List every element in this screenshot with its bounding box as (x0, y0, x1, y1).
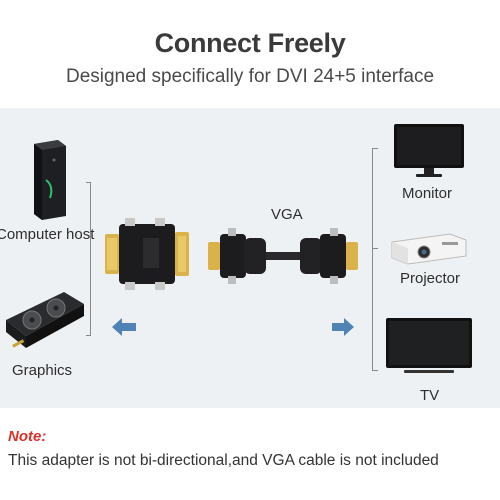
tv-label: TV (420, 387, 440, 404)
note-text: This adapter is not bi-directional,and V… (8, 452, 439, 469)
right-bracket-tick-top (372, 148, 378, 149)
arrow-left-icon (112, 318, 136, 336)
computer-tower-icon (34, 140, 66, 220)
monitor-label: Monitor (402, 185, 453, 202)
projector-icon (391, 233, 467, 265)
vga-cable (208, 228, 358, 284)
right-bracket-tick-mid (372, 248, 378, 249)
right-bracket (372, 148, 373, 370)
tv-icon (386, 318, 472, 373)
left-bracket (90, 182, 91, 335)
vga-cable-label: VGA (271, 206, 303, 223)
page-title: Connect Freely (154, 28, 346, 58)
monitor-icon (394, 124, 464, 177)
arrow-right-icon (332, 318, 354, 336)
note-title: Note: (8, 428, 47, 445)
left-bracket-tick-top (86, 182, 91, 183)
graphics-card-icon (6, 292, 84, 348)
left-bracket-tick-bottom (86, 335, 91, 336)
projector-label: Projector (400, 270, 461, 287)
page-subtitle: Designed specifically for DVI 24+5 inter… (65, 66, 435, 87)
right-bracket-tick-bottom (372, 370, 378, 371)
graphics-label: Graphics (12, 362, 73, 379)
computer-host-label: Computer host (0, 226, 95, 243)
dvi-vga-adapter (105, 218, 189, 290)
